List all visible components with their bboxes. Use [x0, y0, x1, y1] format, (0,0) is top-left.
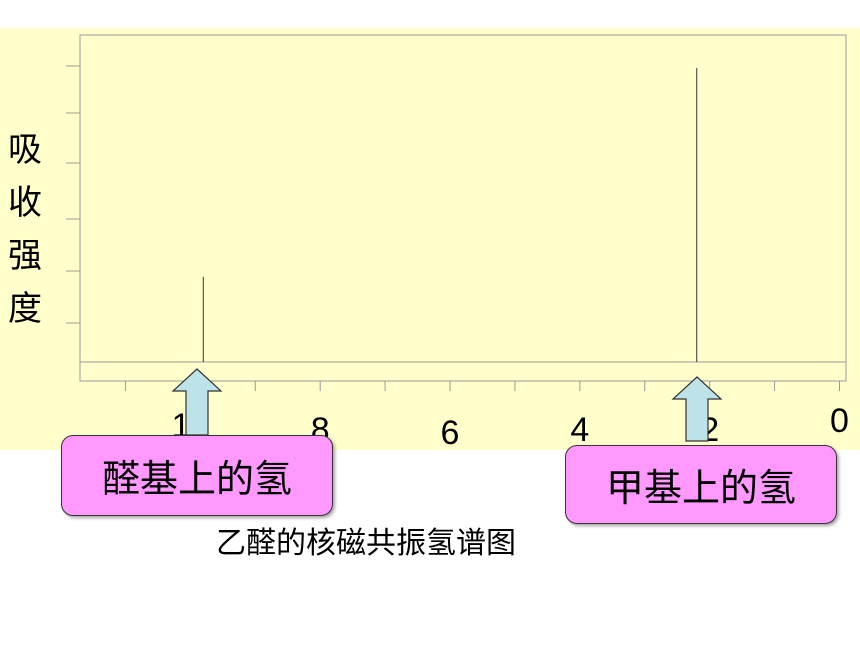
aldehyde-hydrogen-callout: 醛基上的氢	[61, 435, 333, 516]
y-axis-ticks	[66, 65, 80, 324]
plot-frame	[79, 34, 847, 382]
methyl-hydrogen-callout: 甲基上的氢	[565, 445, 837, 524]
x-tick-label: 0	[830, 402, 849, 440]
chart-caption: 乙醛的核磁共振氢谱图	[216, 526, 516, 561]
up-arrow	[671, 376, 723, 442]
x-tick-label: 6	[441, 414, 460, 452]
plot-border	[79, 34, 847, 382]
x-axis-ticks	[124, 381, 841, 391]
x-tick-label: 4	[570, 411, 589, 449]
arrows	[171, 368, 723, 442]
chart-background	[0, 28, 860, 450]
y-axis-label: 吸收强度	[8, 130, 42, 329]
peaks	[202, 68, 698, 362]
